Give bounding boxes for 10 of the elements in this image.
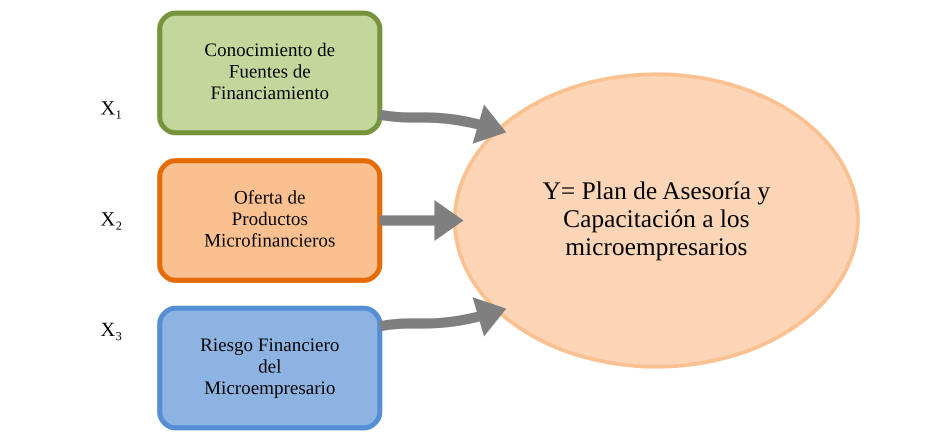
node-label: X₂ (100, 208, 122, 230)
arrow (380, 200, 464, 241)
arrow (379, 297, 506, 336)
node-box: Riesgo Financiero del Microempresario (157, 306, 382, 430)
node-label: X₁ (100, 98, 122, 120)
node-box: Conocimiento de Fuentes de Financiamiento (157, 10, 382, 136)
node-ellipse: Y= Plan de Asesoría y Capacitación a los microempresarios (452, 72, 860, 369)
node-box: Oferta de Productos Microfinancieros (157, 158, 382, 283)
arrow (379, 104, 506, 144)
node-label: X₃ (100, 318, 122, 341)
